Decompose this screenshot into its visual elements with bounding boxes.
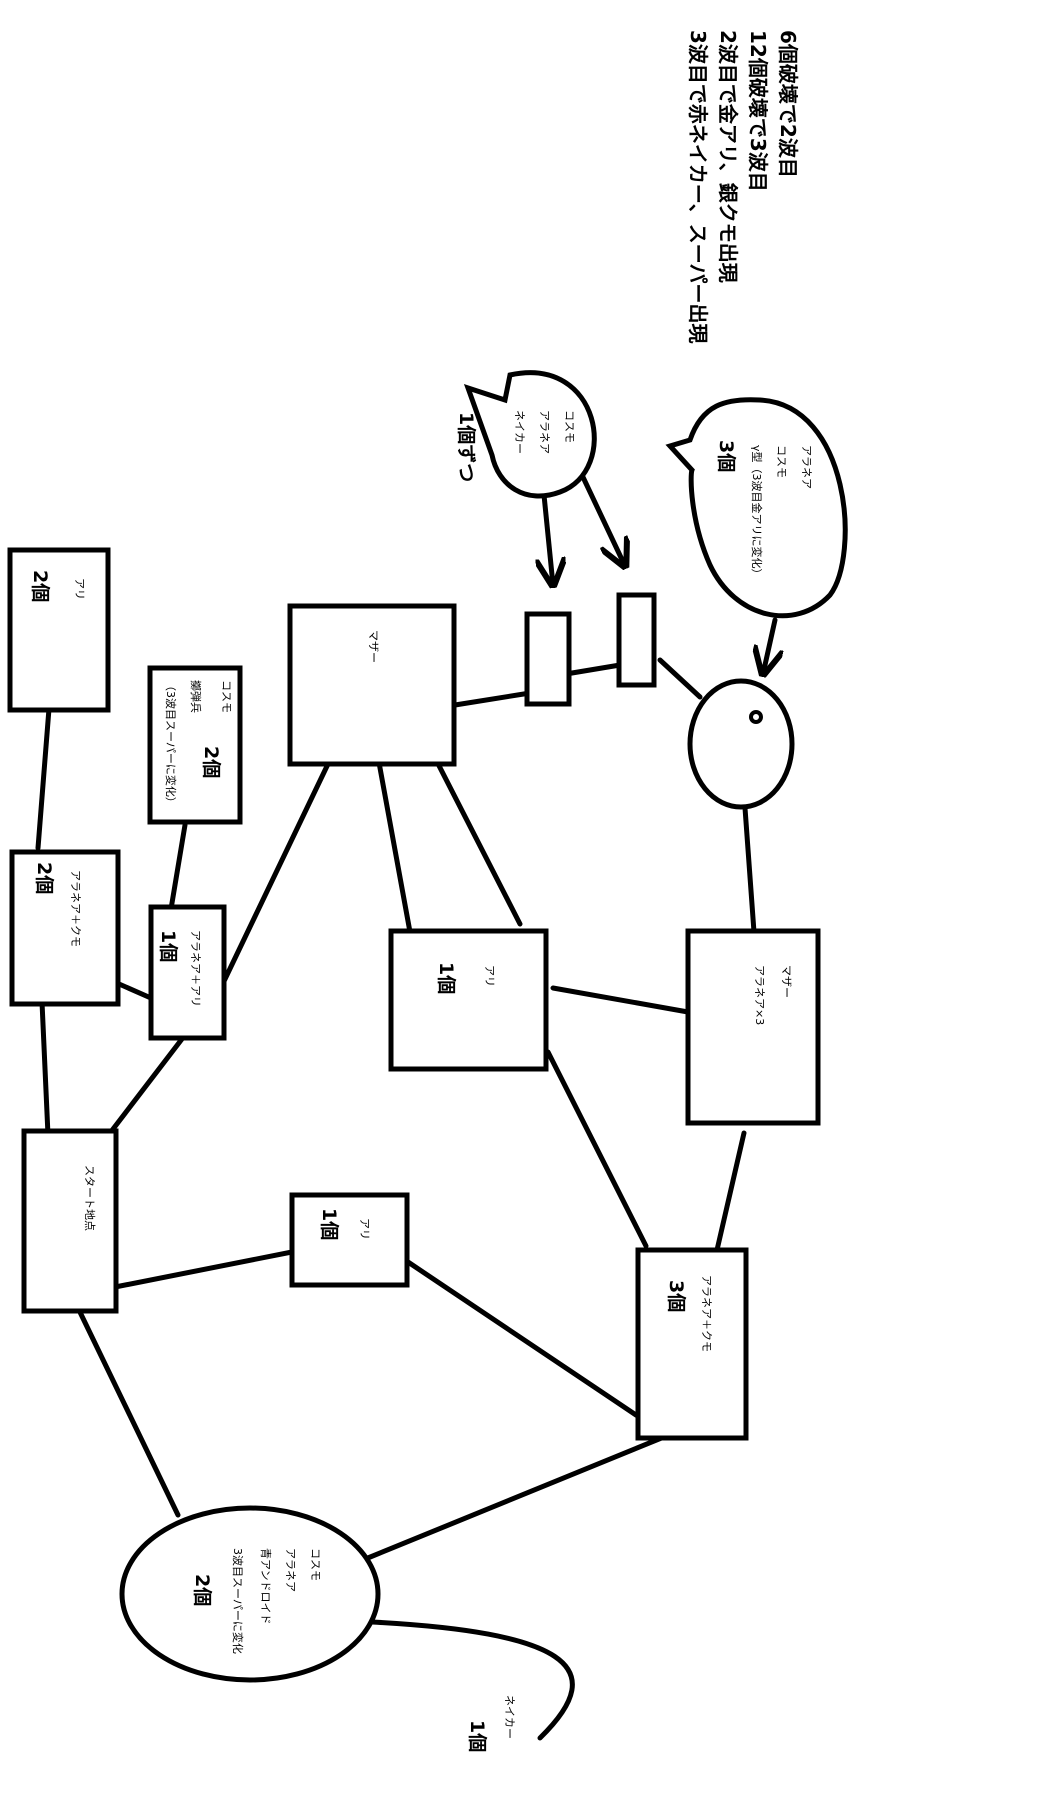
edge-ari1lower-araneakumo3 (405, 1259, 639, 1418)
edge-araneakumo2-start (39, 999, 51, 1138)
arrow-bubble-egg (763, 617, 775, 674)
edge-aricenter-motheraranea (550, 985, 691, 1015)
edge-gate2-egg (657, 657, 703, 700)
node-cosmo-2: コスモ 2個 擲弾兵 （3波目スーパーに変化） (147, 665, 243, 825)
note-line-2: 12個破壊で3波目 (746, 30, 770, 192)
hive-egg (687, 678, 795, 810)
note-line-3: 2波目で金アリ、銀クモ出現 (716, 30, 740, 283)
node-aranea-kumo-3-label: アラネア＋クモ (700, 1275, 713, 1352)
gate-2 (616, 592, 657, 688)
node-mother-top-box (287, 603, 457, 767)
bubble-top-label-3: ネイカー (513, 410, 526, 454)
node-aranea-ari-1: アラネア＋アリ 1個 (148, 904, 227, 1041)
bubble-right-count: 3個 (715, 440, 737, 472)
bubble-right-label-1: アラネア (800, 445, 813, 489)
node-ari-2: アリ 2個 (7, 547, 111, 713)
node-ari-1-lower-label: アリ (358, 1218, 371, 1240)
node-cosmo-2-label-3: （3波目スーパーに変化） (164, 680, 178, 808)
hive-egg-shape (687, 678, 795, 810)
node-cosmo-2-count: 2個 (200, 746, 222, 778)
notes: 6個破壊で2波目 12個破壊で3波目 2波目で金アリ、銀クモ出現 3波目で赤ネイ… (686, 30, 800, 344)
node-mother-aranea-label-2: アラネア×3 (753, 965, 766, 1025)
node-ari-2-count: 2個 (29, 570, 51, 602)
node-aranea-ari-1-label: アラネア＋アリ (189, 930, 202, 1007)
node-aranea-kumo-2-box (9, 849, 121, 1007)
gate-1 (524, 611, 572, 707)
edge-ellipse-neiker (369, 1619, 575, 1741)
node-aranea-kumo-3-box (635, 1247, 749, 1441)
bubble-right-label-3: γ型（3波目金アリに変化） (750, 445, 764, 580)
bubble-right-label-2: コスモ (775, 445, 788, 478)
note-line-1: 6個破壊で2波目 (776, 30, 800, 178)
node-cosmo-2-box (147, 665, 243, 825)
node-neiker-label: ネイカー (503, 1695, 516, 1739)
node-mother-top: マザー (287, 603, 457, 767)
node-aranea-kumo-2-label: アラネア＋クモ (69, 870, 82, 947)
bubble-top-label-1: コスモ (563, 410, 576, 443)
node-ari-1-center: アリ 1個 (388, 928, 549, 1072)
bubble-top-label-2: アラネア (538, 410, 551, 454)
node-mother-aranea-label-1: マザー (780, 965, 793, 998)
bubble-right-shape (665, 397, 848, 619)
node-ari-1-lower-box (289, 1192, 410, 1288)
node-ari-1-lower: アリ 1個 (289, 1192, 410, 1288)
edge-start-ellipse (75, 1305, 181, 1518)
hive-egg-core (749, 710, 763, 724)
edge-mother-aricenter-b (429, 749, 523, 927)
edge-cosmo2-araneaari1 (167, 822, 188, 918)
node-start-label: スタート地点 (83, 1165, 96, 1231)
node-ari-1-center-box (388, 928, 549, 1072)
edge-motheraranea-araneakumo3 (714, 1130, 747, 1253)
node-aranea-kumo-2-count: 2個 (33, 862, 55, 894)
arrow-bubble-gate2 (579, 472, 625, 566)
arrow-bubble-gate1 (544, 492, 553, 585)
node-start: スタート地点 (21, 1128, 119, 1314)
edge-aricenter-araneakumo3 (545, 1049, 649, 1249)
edge-araneaari1-mother (212, 761, 331, 1003)
node-aranea-kumo-3: アラネア＋クモ 3個 (635, 1247, 749, 1441)
bubble-spawn-top: コスモ アラネア ネイカー 1個ずつ (455, 370, 597, 499)
bubble-top-shape (463, 370, 597, 499)
node-ari-1-center-count: 1個 (435, 962, 457, 994)
node-neiker: ネイカー 1個 (466, 1695, 516, 1752)
node-ari-2-box (7, 547, 111, 713)
node-spawn-ellipse-label-2: アラネア (284, 1548, 297, 1592)
node-spawn-ellipse-label-1: コスモ (309, 1548, 322, 1581)
node-spawn-ellipse-label-4: 3波目スーパーに変化 (231, 1548, 245, 1654)
edges (35, 472, 775, 1741)
edge-ellipse-araneakumo3 (355, 1425, 689, 1565)
node-spawn-ellipse-label-3: 青アンドロイド (259, 1548, 272, 1625)
node-ari-2-label: アリ (73, 578, 86, 600)
edge-mother-arisenter-a (375, 754, 413, 935)
node-neiker-count: 1個 (466, 1720, 488, 1752)
node-ari-1-lower-count: 1個 (318, 1208, 340, 1240)
node-ari-1-center-label: アリ (483, 965, 496, 987)
node-mother-aranea: マザー アラネア×3 (685, 928, 821, 1126)
edge-start-ari1lower (97, 1247, 305, 1293)
node-start-box (21, 1128, 119, 1314)
node-aranea-kumo-2: アラネア＋クモ 2個 (9, 849, 121, 1007)
node-cosmo-2-label-2: 擲弾兵 (189, 680, 203, 713)
note-line-4: 3波目で赤ネイカー、スーパー出現 (686, 30, 710, 344)
bubble-top-count: 1個ずつ (455, 412, 477, 482)
edge-mother-gate1 (452, 690, 533, 708)
bubble-spawn-right: アラネア コスモ γ型（3波目金アリに変化） 3個 (665, 397, 848, 619)
node-mother-aranea-box (685, 928, 821, 1126)
node-aranea-ari-1-count: 1個 (157, 930, 179, 962)
edge-ari2-araneakumo2 (35, 693, 53, 851)
node-spawn-ellipse-shape (119, 1505, 381, 1683)
edge-araneaari1-start (107, 1032, 188, 1136)
edge-egg-motheraranea (742, 805, 757, 935)
node-spawn-ellipse: コスモ アラネア 青アンドロイド 3波目スーパーに変化 2個 (119, 1505, 381, 1683)
node-mother-top-label: マザー (367, 630, 380, 663)
node-aranea-kumo-3-count: 3個 (665, 1280, 687, 1312)
node-aranea-ari-1-box (148, 904, 227, 1041)
node-cosmo-2-label-1: コスモ (220, 680, 233, 713)
node-spawn-ellipse-count: 2個 (191, 1574, 213, 1606)
